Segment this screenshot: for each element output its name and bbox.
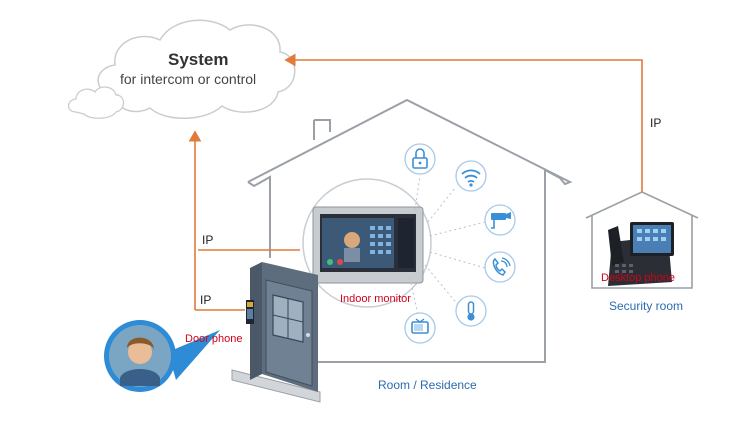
small-cloud-shape xyxy=(67,86,125,119)
residence-label: Room / Residence xyxy=(378,378,477,392)
ip-connection-lines xyxy=(188,53,643,311)
tv-icon xyxy=(404,312,436,344)
desktop-phone-device xyxy=(608,222,674,286)
ip-label-monitor: IP xyxy=(202,233,214,247)
indoor-monitor-device xyxy=(302,178,432,308)
feature-connector-lines xyxy=(409,174,486,316)
phone-icon xyxy=(484,251,516,283)
desktop-phone-label: Desktop phone xyxy=(601,272,675,284)
visitor-portrait-bubble xyxy=(104,320,220,392)
ip-label-door: IP xyxy=(200,293,212,307)
indoor-monitor-label: Indoor monitor xyxy=(340,293,411,305)
thermometer-icon xyxy=(455,295,487,327)
camera-icon xyxy=(484,204,516,236)
cloud-shape xyxy=(97,19,296,119)
door-phone-label: Door phone xyxy=(185,333,243,345)
door-with-door-phone xyxy=(231,262,321,403)
wifi-icon xyxy=(455,160,487,192)
lock-icon xyxy=(404,143,436,175)
residence-house-outline xyxy=(247,98,573,363)
ip-label-security: IP xyxy=(650,116,662,130)
system-title: System xyxy=(168,50,229,69)
system-subtitle: for intercom or control xyxy=(120,71,257,87)
security-room-label: Security room xyxy=(609,299,684,313)
